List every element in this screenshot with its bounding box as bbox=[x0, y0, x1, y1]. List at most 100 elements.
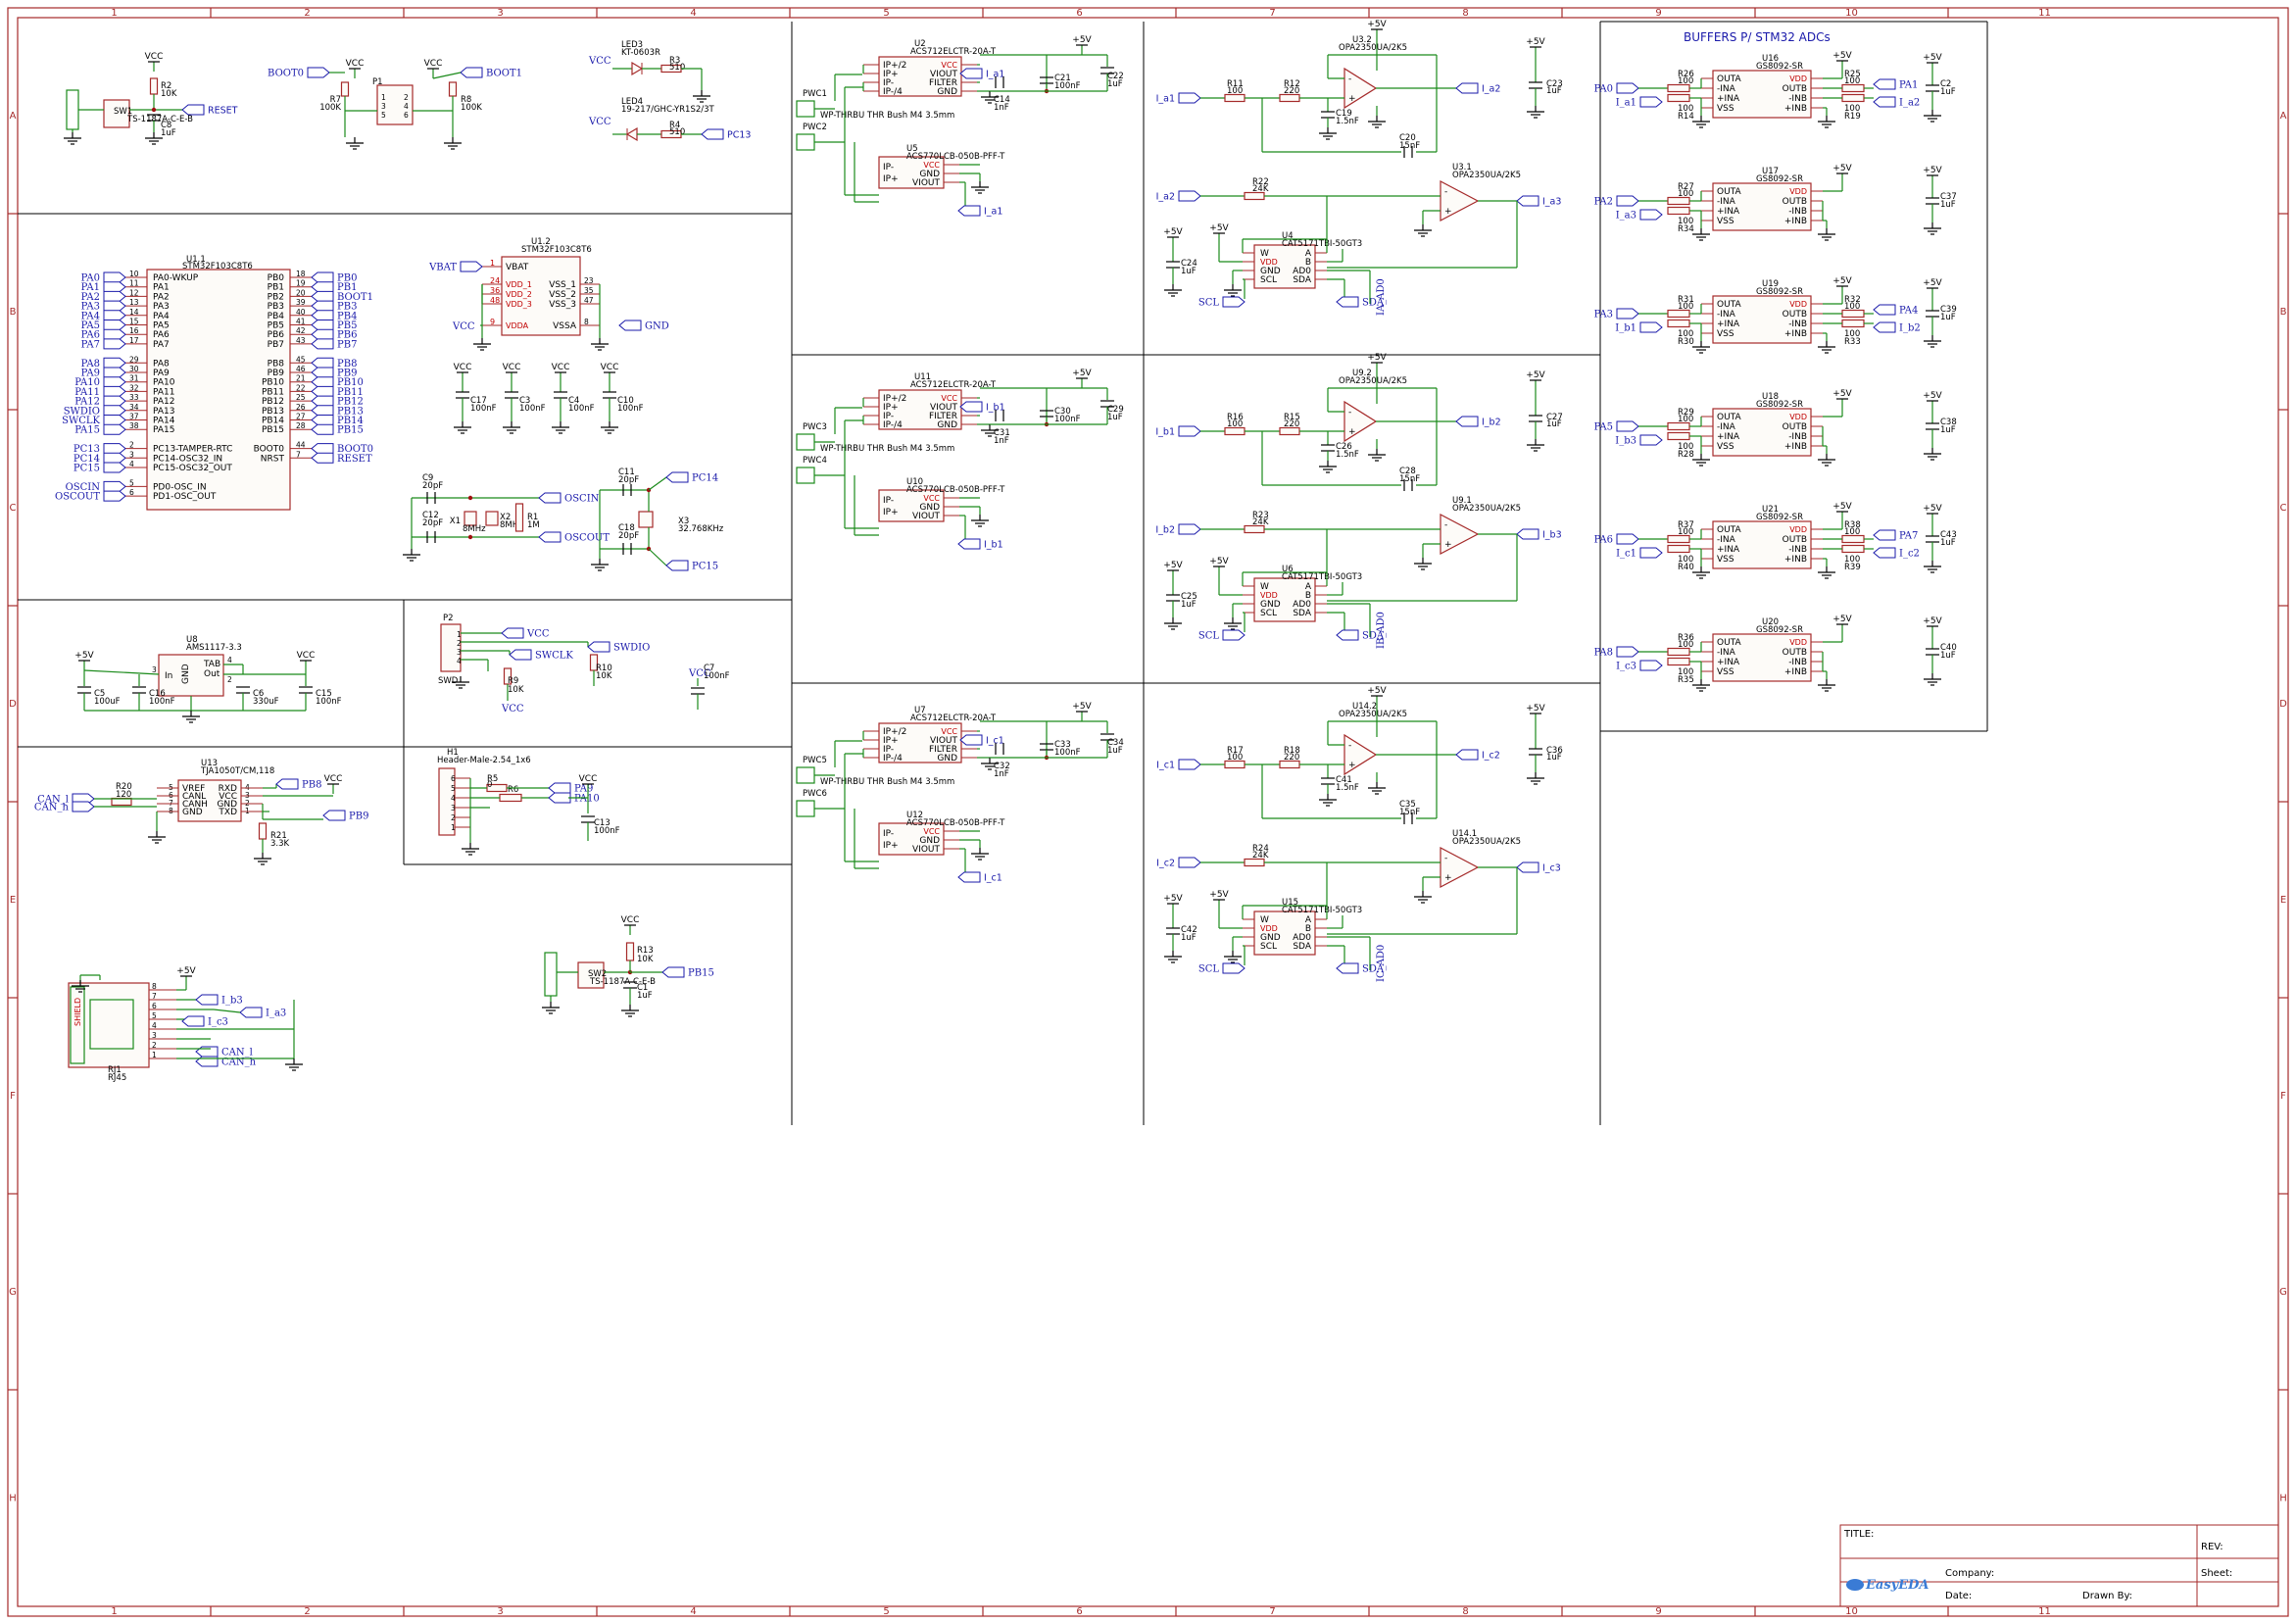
r21-val: 3.3K bbox=[270, 839, 290, 849]
reg-cap-val: 100nF bbox=[316, 697, 342, 707]
rc-val: 24K bbox=[1252, 184, 1269, 194]
net-label: PB8 bbox=[302, 780, 321, 791]
mcu-pin-name: PC15-OSC32_OUT bbox=[153, 464, 232, 473]
net-flag bbox=[1516, 861, 1539, 873]
mcu-pin-name: PB6 bbox=[268, 330, 285, 340]
opamp-symbol bbox=[1440, 514, 1480, 555]
grid-row-label: C bbox=[10, 503, 17, 514]
mcu-pin-num: 2 bbox=[129, 441, 134, 450]
swd-label: SWD bbox=[438, 676, 459, 686]
buf-ra-ref: R37 bbox=[1678, 520, 1694, 530]
power-rail-label: +5V bbox=[1209, 223, 1229, 233]
pwc-part: WP-THRBU THR Bush M4 3.5mm bbox=[820, 777, 954, 787]
c21-val: 100nF bbox=[1054, 748, 1081, 758]
cpot-ref: C25 bbox=[1181, 592, 1197, 602]
pot-pin: AD0 bbox=[1293, 600, 1311, 610]
grid-col-label: 8 bbox=[1462, 1606, 1468, 1617]
cap-ref: C23 bbox=[1546, 79, 1563, 89]
pin-number: 5 bbox=[381, 111, 386, 120]
pot-pin: VDD bbox=[1260, 924, 1278, 933]
net-label: PC15 bbox=[692, 562, 718, 572]
buf-rd-val: 100 bbox=[1844, 555, 1860, 565]
mcu-pin-name: PB1 bbox=[268, 283, 284, 293]
pwc-part: WP-THRBU THR Bush M4 3.5mm bbox=[820, 111, 954, 121]
rb-val: 220 bbox=[1284, 86, 1299, 96]
pot-pin: A bbox=[1305, 249, 1312, 259]
hall-part: ACS712ELCTR-20A-T bbox=[910, 47, 997, 57]
net-flag bbox=[701, 128, 724, 140]
buffer-ref: U19 bbox=[1762, 279, 1779, 289]
title-block bbox=[1839, 1524, 2279, 1607]
buffer-opamp bbox=[1712, 520, 1812, 569]
net-flag bbox=[661, 966, 685, 978]
net-flag bbox=[103, 405, 126, 417]
sw2-frame bbox=[544, 952, 558, 997]
grid-row-label: B bbox=[2280, 307, 2287, 318]
led3-ref: LED3 bbox=[621, 40, 643, 50]
buf-rb-val: 100 bbox=[1678, 442, 1693, 452]
net-flag bbox=[1616, 420, 1639, 432]
led4-part: 19-217/GHC-YR1S2/3T bbox=[621, 105, 715, 115]
c21-ref: C21 bbox=[1054, 74, 1071, 83]
buf-rd-ref: R39 bbox=[1844, 563, 1861, 572]
net-flag bbox=[957, 205, 981, 217]
buf-rc-val: 100 bbox=[1844, 302, 1860, 312]
mcu-pin-name: PC14-OSC32_IN bbox=[153, 454, 222, 464]
net-flag bbox=[538, 492, 562, 504]
net-label: CAN_h bbox=[34, 803, 70, 813]
pin-number: 4 bbox=[457, 657, 462, 665]
buffer-pin: +INB bbox=[1784, 217, 1807, 226]
u12-pin-num: 35 bbox=[584, 286, 594, 295]
net-label: PA8 bbox=[81, 359, 100, 369]
buffer-pin: VSS bbox=[1717, 555, 1734, 565]
opamp1-part: OPA2350UA/2K5 bbox=[1339, 710, 1407, 719]
buf-ra-ref: R27 bbox=[1678, 182, 1694, 192]
rj1-pin-num: 5 bbox=[152, 1011, 157, 1020]
c14-val: 1nF bbox=[994, 769, 1009, 779]
hall-ref: U11 bbox=[914, 372, 931, 382]
net-label: PA12 bbox=[74, 397, 100, 408]
net-label: PA4 bbox=[1899, 306, 1918, 317]
buffer-pin: VSS bbox=[1717, 217, 1734, 226]
ra-val: 100 bbox=[1227, 753, 1243, 763]
h1-part: Header-Male-2.54_1x6 bbox=[437, 756, 531, 765]
buffer-pin: -INA bbox=[1717, 535, 1736, 545]
sheet-label: Sheet: bbox=[2201, 1568, 2232, 1579]
cpot-ref: C24 bbox=[1181, 259, 1197, 269]
ca-val: 1.5nF bbox=[1336, 450, 1359, 460]
net-label: I_b3 bbox=[1542, 530, 1562, 541]
buf-ra-val: 100 bbox=[1678, 640, 1693, 650]
rj1-pin-num: 4 bbox=[152, 1021, 157, 1030]
net-flag bbox=[195, 994, 219, 1006]
power-rail-label: VCC bbox=[346, 59, 365, 69]
grid-row-label: D bbox=[9, 699, 17, 710]
pot-pin: GND bbox=[1260, 600, 1281, 610]
c13-ref: C13 bbox=[594, 818, 611, 828]
cs-pin-name: IP- bbox=[883, 496, 894, 506]
u8-pin-in: In bbox=[165, 671, 172, 681]
rj1-jack-icon bbox=[89, 999, 134, 1050]
net-flag bbox=[1455, 749, 1479, 761]
net-flag bbox=[103, 367, 126, 378]
net-flag bbox=[103, 328, 126, 340]
buffer-pin: VDD bbox=[1789, 413, 1807, 421]
mcu-pin-num: 13 bbox=[129, 298, 139, 307]
opamp-minus: - bbox=[1348, 741, 1351, 751]
net-label: SCL bbox=[1198, 298, 1220, 309]
opamp-symbol bbox=[1440, 847, 1480, 888]
mcu-pin-num: 38 bbox=[129, 421, 139, 430]
net-label: I_b2 bbox=[1155, 525, 1175, 536]
buf-rb-ref: R14 bbox=[1678, 112, 1694, 122]
u12-pin-name: VSS_2 bbox=[549, 290, 576, 300]
p2-ref: P2 bbox=[443, 614, 454, 623]
mcu-pin-num: 18 bbox=[296, 270, 306, 278]
hall-sensor bbox=[878, 389, 962, 430]
grid-col-label: 7 bbox=[1269, 8, 1275, 19]
grid-row-label: A bbox=[2280, 111, 2287, 122]
u12-part: STM32F103C8T6 bbox=[521, 245, 592, 255]
u12-pin-name: VDD_3 bbox=[506, 300, 532, 309]
net-label: I_c3 bbox=[1542, 863, 1561, 874]
buffer-pin: OUTB bbox=[1783, 535, 1807, 545]
hall-pin-name: FILTER bbox=[929, 412, 957, 421]
mcu-pin-name: PA13 bbox=[153, 407, 174, 417]
